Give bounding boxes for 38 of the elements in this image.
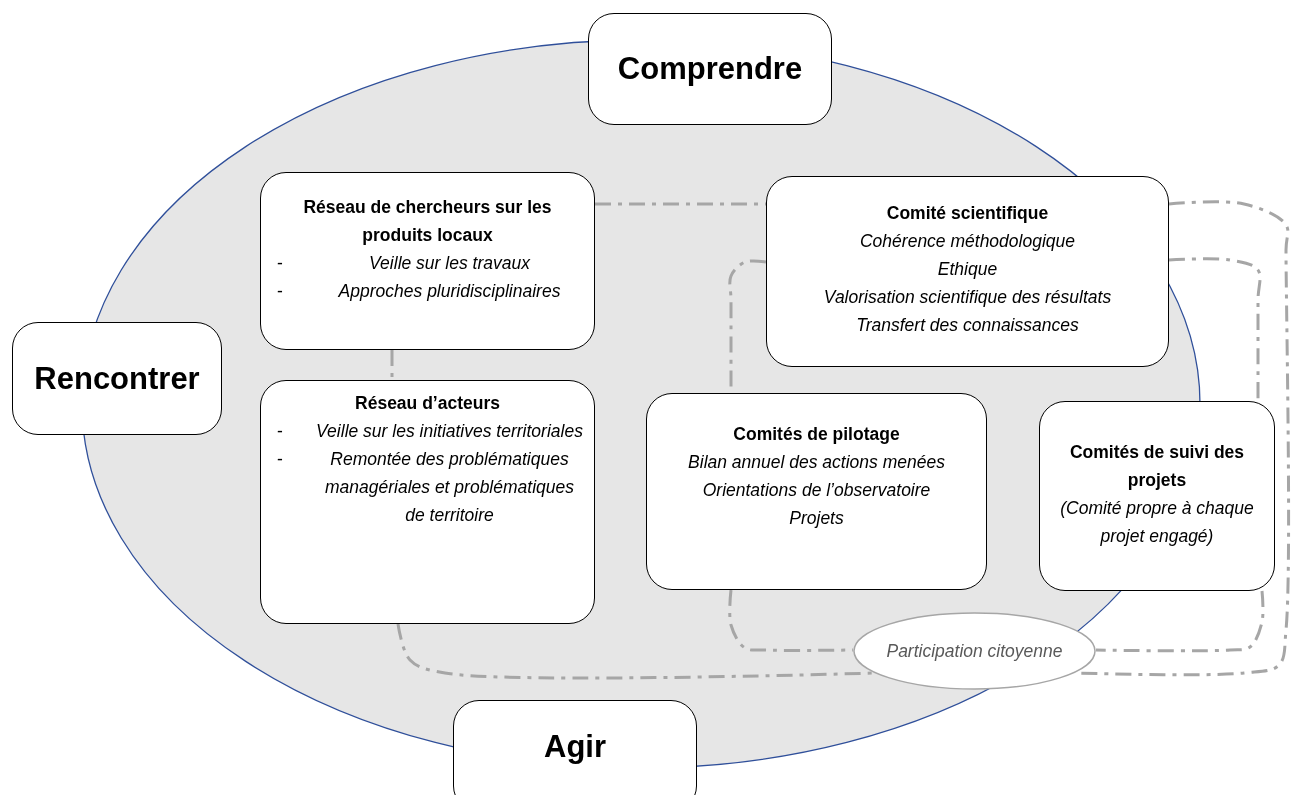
dash-dot-connector: [1095, 590, 1265, 653]
list-item: Veille sur les initiatives territoriales: [315, 420, 584, 443]
stage-box: [453, 700, 697, 795]
list-item: Veille sur les travaux: [368, 252, 531, 275]
dash-dot-connector: [1168, 257, 1262, 401]
ellipse-label: Participation citoyenne: [886, 640, 1063, 663]
list-dash: -: [276, 280, 284, 303]
committee-card: [1039, 401, 1275, 591]
stage-box: [12, 322, 222, 435]
card-line: Projets: [789, 507, 844, 530]
list-dash: -: [276, 252, 284, 275]
list-item: Approches pluridisciplinaires: [337, 280, 562, 303]
committee-card: [646, 393, 987, 590]
card-heading: Réseau de chercheurs sur les produits locaux: [302, 196, 553, 247]
card-line: Bilan annuel des actions menées: [688, 451, 945, 474]
list-dash: -: [276, 448, 284, 471]
card-line: (Comité propre à chaque projet engagé): [1059, 497, 1255, 548]
card-heading: Comité scientifique: [886, 202, 1049, 225]
list-item: Remontée des problématiques managériales et problématiques de territoire: [323, 448, 575, 527]
committee-card: [766, 176, 1169, 367]
participation-ellipse: [853, 612, 1096, 690]
card-line: Valorisation scientifique des résultats: [823, 286, 1112, 309]
card-heading: Comités de pilotage: [733, 423, 900, 446]
card-heading: Comités de suivi des projets: [1068, 441, 1246, 492]
card-line: Transfert des connaissances: [856, 314, 1079, 337]
stage-title: Agir: [544, 729, 606, 765]
committee-card: [260, 172, 595, 350]
stage-title: Comprendre: [617, 51, 803, 87]
card-line: Cohérence méthodologique: [860, 230, 1075, 253]
list-dash: -: [276, 420, 284, 443]
card-heading: Réseau d’acteurs: [355, 392, 500, 415]
committee-card: [260, 380, 595, 624]
dash-dot-connector: [390, 350, 394, 380]
stage-title: Rencontrer: [34, 360, 200, 397]
dash-dot-connector: [396, 623, 875, 680]
card-line: Orientations de l’observatoire: [702, 479, 931, 502]
card-line: Ethique: [937, 258, 998, 281]
stage-box: [588, 13, 832, 125]
